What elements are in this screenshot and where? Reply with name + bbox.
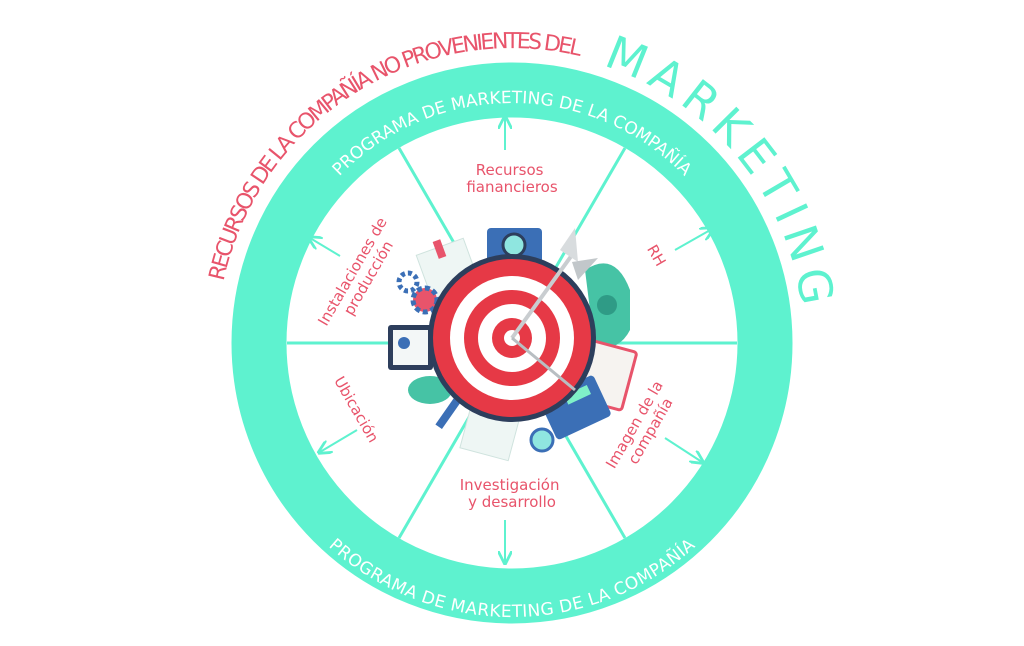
pencil-icon: [435, 395, 463, 430]
center-illustration: [388, 228, 638, 462]
arrow-icon: [310, 238, 341, 257]
arrows: [310, 118, 712, 562]
dart-arrow-icon: [510, 228, 598, 392]
magnifier-icon: [529, 427, 555, 453]
arrow-icon: [320, 429, 358, 452]
segment-financial-resources: Recursos fianancieros: [466, 161, 558, 196]
segment-hr: RH: [643, 242, 669, 270]
segment-location: Ubicación: [330, 373, 382, 445]
outer-ring: [231, 62, 793, 624]
gear-icon: [396, 270, 440, 315]
phone-icon: [585, 263, 630, 350]
arrow-icon: [664, 437, 702, 462]
segment-research-development: Investigación y desarrollo: [460, 476, 565, 511]
segment-production-facilities: Instalaciones de producción: [314, 210, 408, 337]
leaf-decoration: [408, 376, 452, 404]
arrow-icon: [674, 229, 712, 251]
tablet-chart-icon: [388, 325, 433, 370]
camera-icon: [487, 228, 542, 263]
